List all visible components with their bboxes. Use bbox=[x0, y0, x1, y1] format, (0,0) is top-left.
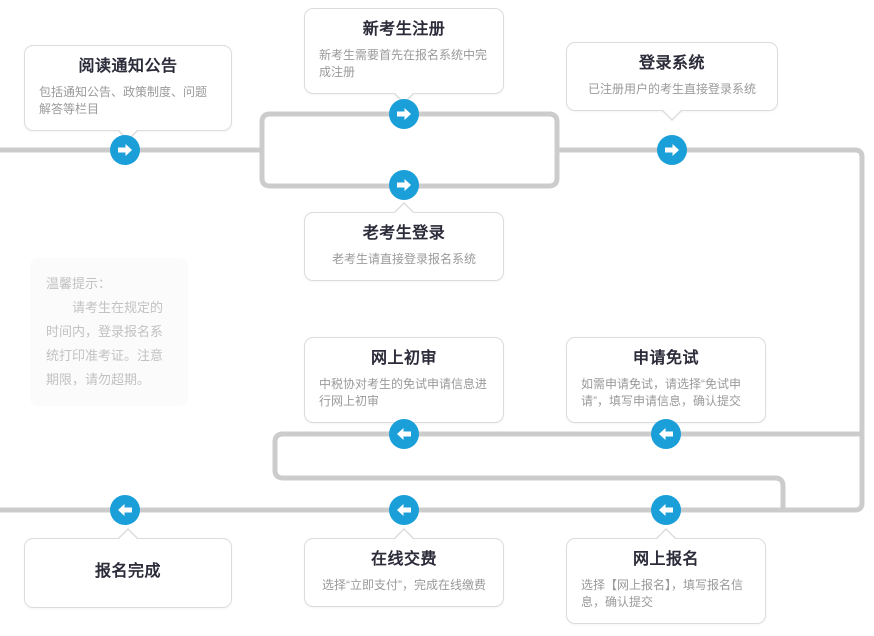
card-new-register[interactable]: 新考生注册 新考生需要首先在报名系统中完成注册 bbox=[304, 8, 504, 104]
card-online-pay[interactable]: 在线交费 选择“立即支付”，完成在线缴费 bbox=[304, 528, 504, 607]
card-title: 网上报名 bbox=[632, 551, 699, 568]
card-signup-done[interactable]: 报名完成 bbox=[24, 528, 232, 608]
card-description: 如需申请免试，请选择“免试申请”，填写申请信息，确认提交 bbox=[581, 377, 741, 408]
bubble-tail-inner-icon bbox=[394, 530, 414, 540]
arrow-right-icon-3[interactable] bbox=[389, 170, 419, 200]
card-title: 申请免试 bbox=[632, 350, 699, 367]
bubble-tail-inner-icon bbox=[394, 204, 414, 214]
card-title: 网上初审 bbox=[370, 350, 437, 367]
arrow-left-icon-5[interactable] bbox=[651, 495, 681, 525]
card-description: 选择【网上报名】，填写报名信息，确认提交 bbox=[581, 578, 744, 609]
bubble-tail-inner-icon bbox=[394, 92, 414, 102]
card-description: 老考生请直接登录报名系统 bbox=[331, 252, 476, 266]
card-apply-exempt[interactable]: 申请免试 如需申请免试，请选择“免试申请”，填写申请信息，确认提交 bbox=[566, 337, 766, 433]
card-title: 新考生注册 bbox=[362, 21, 446, 38]
wire-lower-branch-box bbox=[272, 431, 862, 510]
card-title: 阅读通知公告 bbox=[78, 58, 178, 75]
tip-body: 请考生在规定的时间内，登录报名系统打印准考证。注意期限，请勿超期。 bbox=[46, 300, 164, 387]
card-title: 报名完成 bbox=[94, 563, 161, 580]
card-read-notice[interactable]: 阅读通知公告 包括通知公告、政策制度、问题解答等栏目 bbox=[24, 45, 232, 141]
card-online-review[interactable]: 网上初审 中税协对考生的免试申请信息进行网上初审 bbox=[304, 337, 504, 433]
arrow-right-icon-1[interactable] bbox=[110, 135, 140, 165]
arrow-left-icon-1[interactable] bbox=[389, 419, 419, 449]
card-title: 在线交费 bbox=[370, 551, 437, 568]
tip-heading: 温馨提示： bbox=[46, 276, 112, 291]
card-description: 已注册用户的考生直接登录系统 bbox=[587, 82, 756, 96]
bubble-tail-inner-icon bbox=[118, 530, 138, 540]
bubble-tail-inner-icon bbox=[118, 129, 138, 139]
card-description: 选择“立即支付”，完成在线缴费 bbox=[322, 578, 486, 592]
card-description: 包括通知公告、政策制度、问题解答等栏目 bbox=[39, 85, 208, 116]
bubble-tail-inner-icon bbox=[662, 109, 682, 119]
card-login-system[interactable]: 登录系统 已注册用户的考生直接登录系统 bbox=[566, 42, 778, 121]
card-online-signup[interactable]: 网上报名 选择【网上报名】，填写报名信息，确认提交 bbox=[566, 528, 766, 624]
arrow-right-icon-2[interactable] bbox=[389, 99, 419, 129]
arrow-left-icon-3[interactable] bbox=[110, 495, 140, 525]
card-description: 新考生需要首先在报名系统中完成注册 bbox=[319, 48, 488, 79]
arrow-left-icon-4[interactable] bbox=[389, 495, 419, 525]
wire-right-trunk bbox=[672, 147, 865, 513]
bubble-tail-inner-icon bbox=[656, 530, 676, 540]
arrow-right-icon-4[interactable] bbox=[657, 135, 687, 165]
card-old-login[interactable]: 老考生登录 老考生请直接登录报名系统 bbox=[304, 202, 504, 281]
tip-box: 温馨提示： 请考生在规定的时间内，登录报名系统打印准考证。注意期限，请勿超期。 bbox=[30, 258, 188, 406]
arrow-left-icon-2[interactable] bbox=[651, 419, 681, 449]
card-title: 登录系统 bbox=[638, 55, 705, 72]
card-description: 中税协对考生的免试申请信息进行网上初审 bbox=[319, 377, 488, 408]
card-title: 老考生登录 bbox=[362, 225, 446, 242]
